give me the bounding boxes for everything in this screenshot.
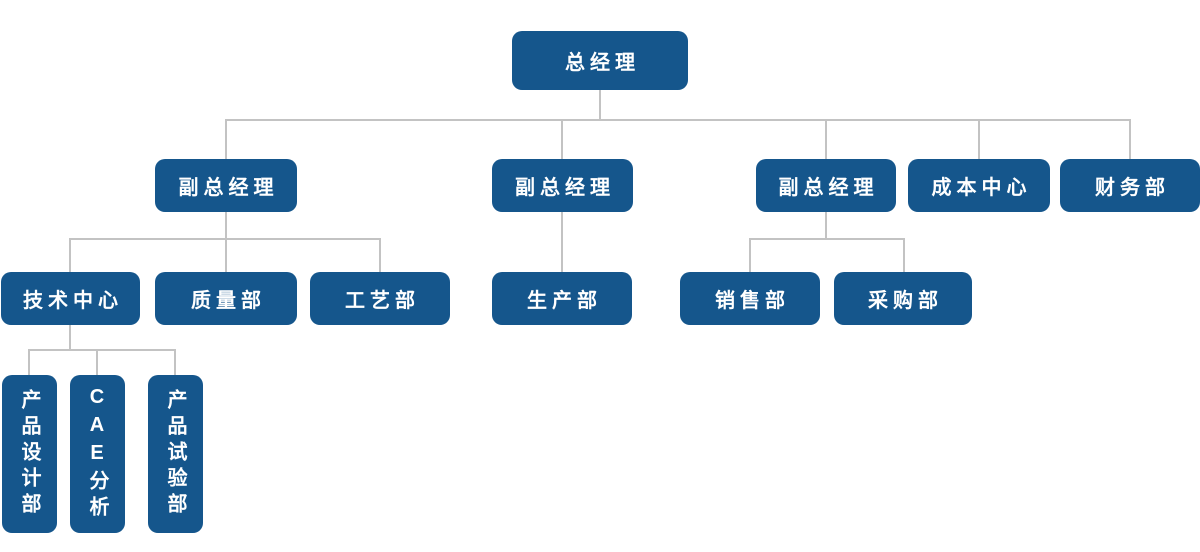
connector xyxy=(379,239,381,272)
connector xyxy=(749,239,751,272)
connector xyxy=(69,325,71,351)
org-node-general-manager: 总经理 xyxy=(512,31,688,90)
org-node-production-dept: 生产部 xyxy=(492,272,632,325)
connector xyxy=(174,350,176,375)
org-node-deputy-gm-1: 副总经理 xyxy=(155,159,297,212)
connector xyxy=(561,120,563,159)
connector xyxy=(825,120,827,159)
org-node-product-design-dept: 产品设计部 xyxy=(2,375,57,533)
connector xyxy=(69,238,381,240)
org-node-purchasing-dept: 采购部 xyxy=(834,272,972,325)
connector xyxy=(561,212,563,272)
connector xyxy=(96,350,98,375)
connector xyxy=(903,239,905,272)
org-node-deputy-gm-3: 副总经理 xyxy=(756,159,896,212)
org-node-product-test-dept: 产品试验部 xyxy=(148,375,203,533)
connector xyxy=(28,349,176,351)
connector xyxy=(749,238,905,240)
org-node-cae-analysis: CAE分析 xyxy=(70,375,125,533)
connector xyxy=(599,90,601,121)
connector xyxy=(225,120,227,159)
org-node-cost-center: 成本中心 xyxy=(908,159,1050,212)
connector xyxy=(825,212,827,240)
org-node-tech-center: 技术中心 xyxy=(1,272,140,325)
connector xyxy=(225,212,227,272)
connector xyxy=(1129,120,1131,159)
org-node-finance-dept: 财务部 xyxy=(1060,159,1200,212)
connector xyxy=(978,120,980,159)
org-node-quality-dept: 质量部 xyxy=(155,272,297,325)
connector xyxy=(69,239,71,272)
org-node-sales-dept: 销售部 xyxy=(680,272,820,325)
connector xyxy=(28,350,30,375)
org-node-process-dept: 工艺部 xyxy=(310,272,450,325)
org-node-deputy-gm-2: 副总经理 xyxy=(492,159,633,212)
connector xyxy=(225,119,1131,121)
